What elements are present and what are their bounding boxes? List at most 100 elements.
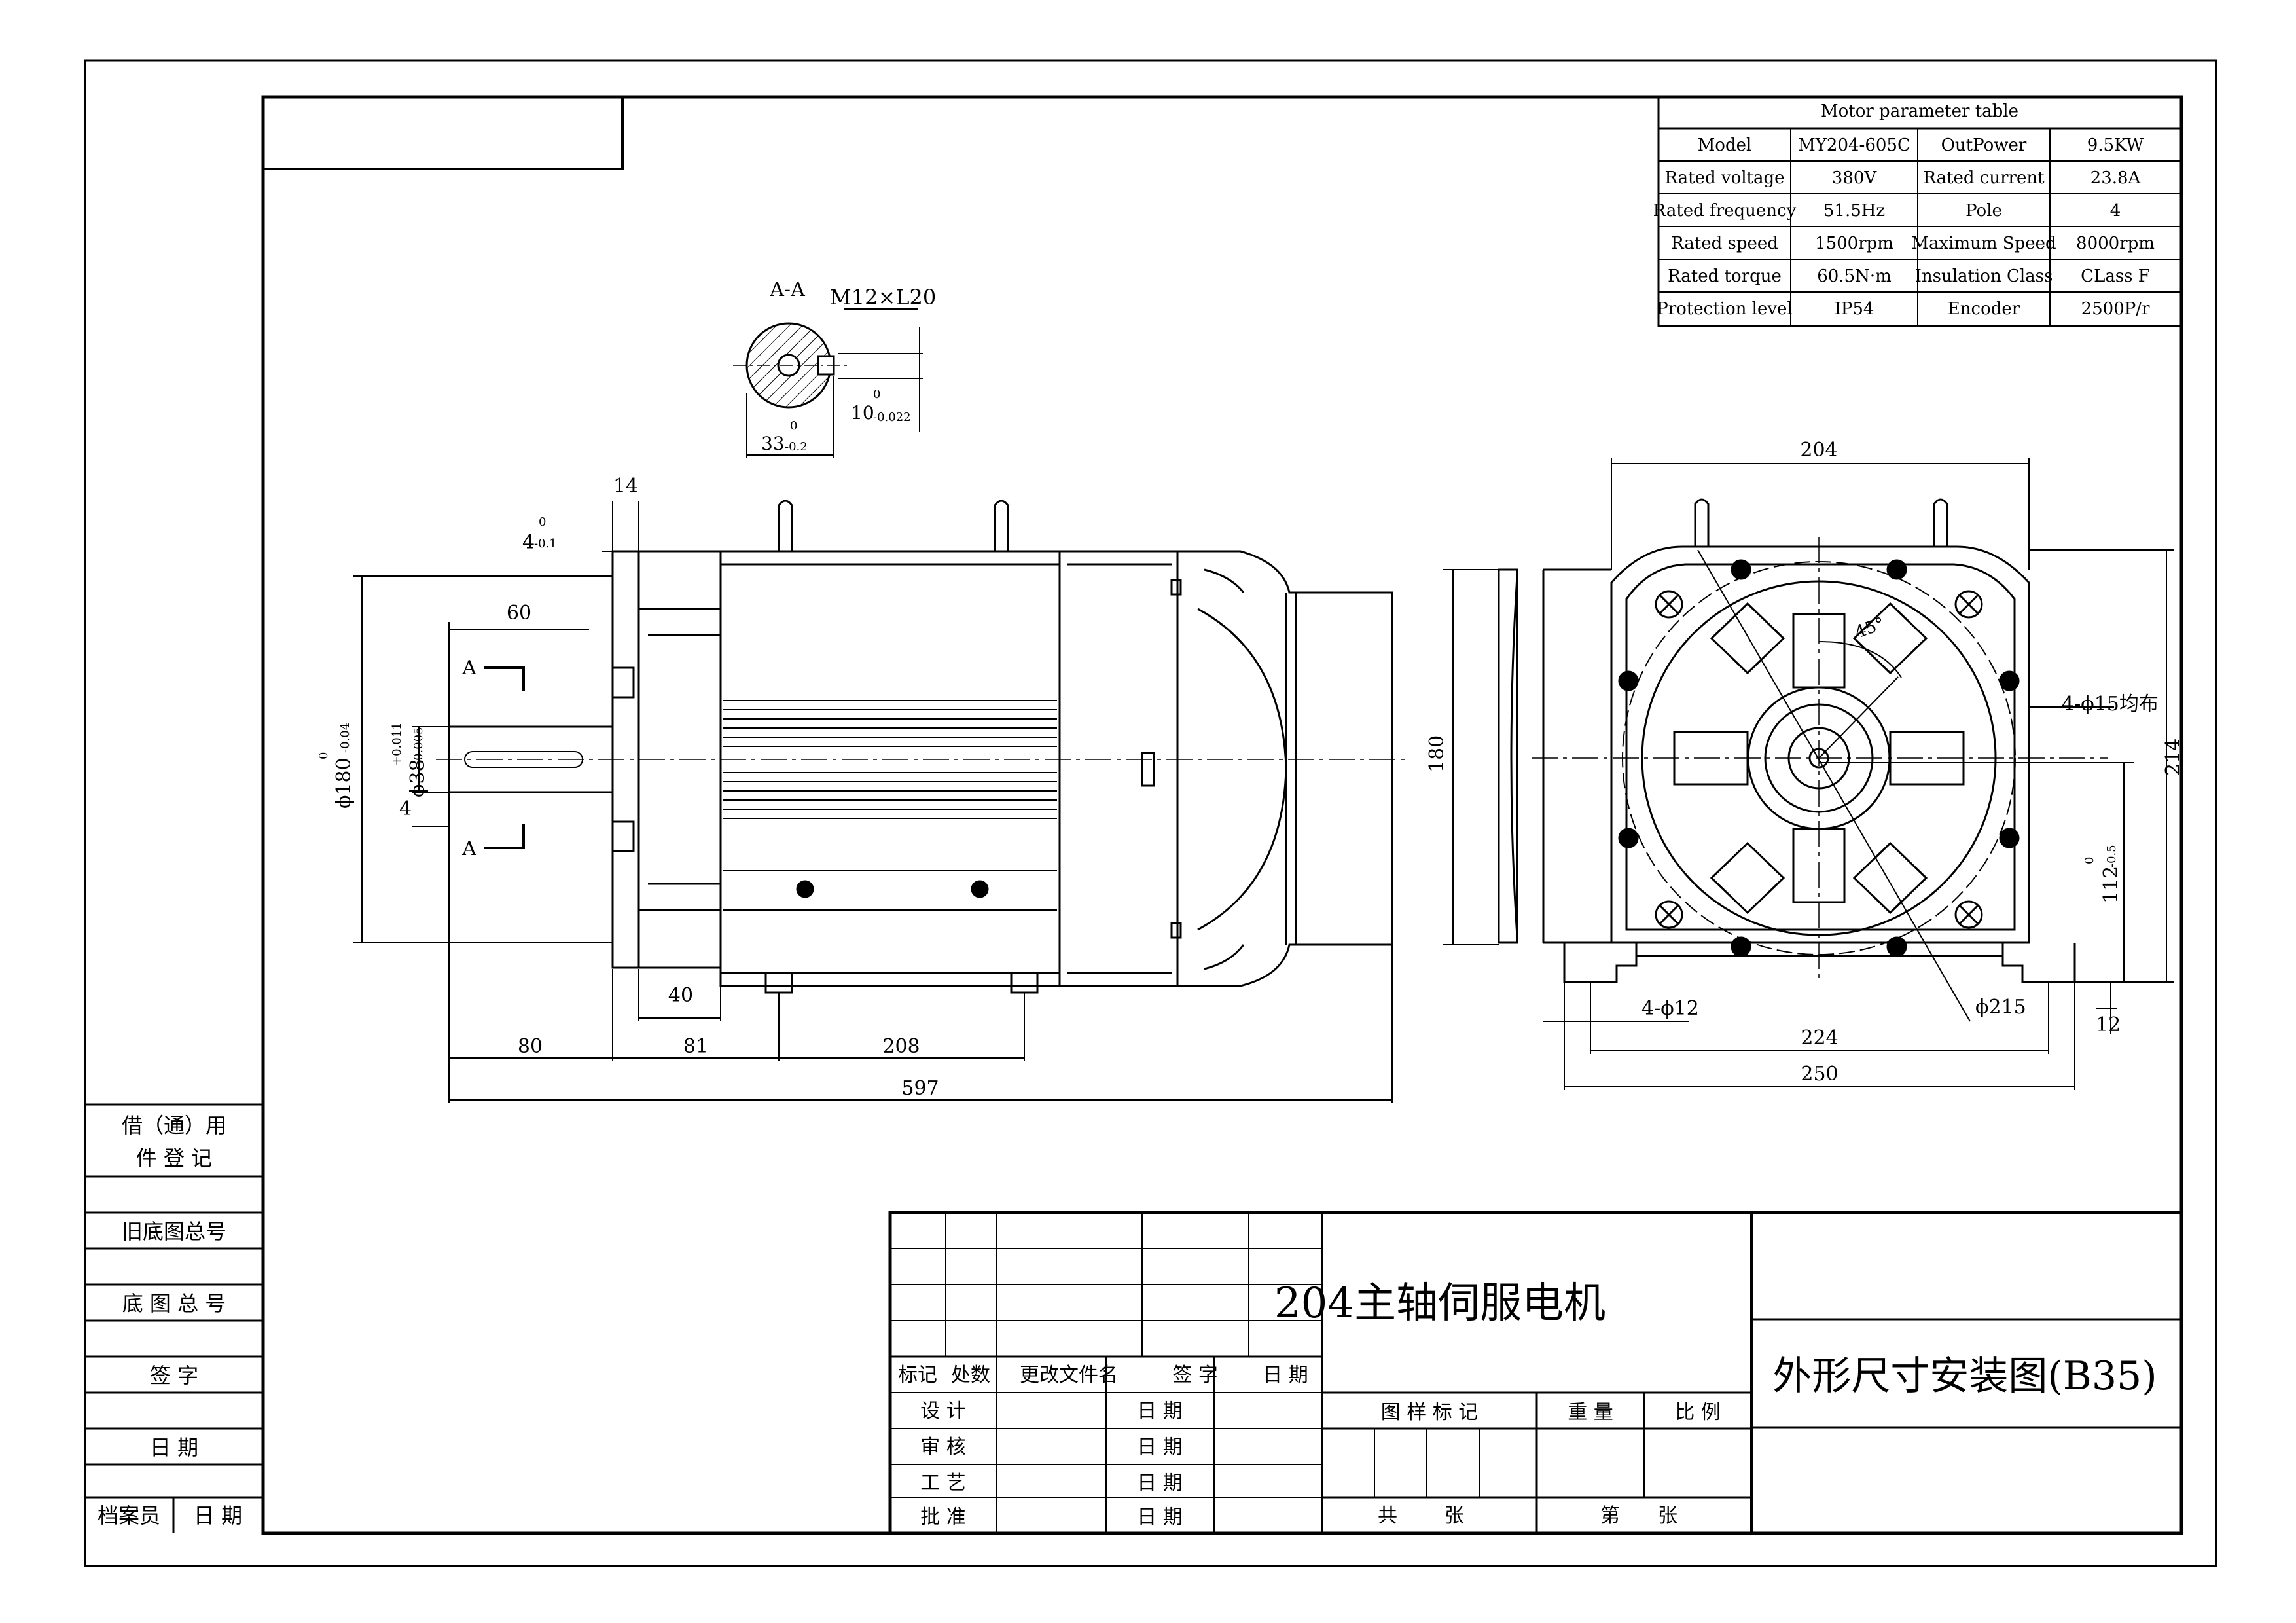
borrow-label-2: 件 登 记 [136,1146,212,1171]
param-cell-r0-c0: Model [1698,136,1752,155]
shaft-key-height-tol-lower: -0.2 [785,440,808,454]
param-cell-r5-c2: Encoder [1948,299,2020,319]
sign-label: 签 字 [150,1363,198,1388]
dim-4-tol-lower: -0.1 [534,537,557,551]
param-cell-r0-c2: OutPower [1941,136,2027,155]
section-mark-a-bottom: A [461,837,476,860]
old-base-label: 旧底图总号 [122,1219,226,1244]
date-label-process: 日 期 [1137,1472,1183,1495]
param-cell-r5-c0: Protection level [1657,299,1793,319]
dim-phi180-tol-lower: -0.04 [338,723,352,753]
param-cell-r4-c3: CLass F [2081,266,2150,286]
dim-250: 250 [1801,1063,1838,1085]
param-cell-r1-c1: 380V [1832,168,1878,188]
drawing-name: 外形尺寸安装图(B35) [1772,1353,2157,1399]
dim-phi38: ϕ38 [406,759,429,797]
title-block: 204主轴伺服电机 外形尺寸安装图(B35) 标记 处数 更改文件名 签 字 日… [888,1211,2183,1535]
dim-597: 597 [901,1077,939,1100]
date-label-review: 日 期 [1137,1436,1183,1459]
param-cell-r2-c0: Rated frequency [1653,201,1797,221]
param-cell-r2-c3: 4 [2110,201,2121,221]
dim-60: 60 [507,602,531,625]
base-no-label: 底 图 总 号 [122,1291,226,1316]
param-cell-r1-c3: 23.8A [2090,168,2142,188]
param-table-title: Motor parameter table [1821,101,2018,121]
side-view-dimensions: 14 4 0 -0.1 60 A A ϕ180 0 -0.04 ϕ38 +0.0… [317,475,1448,1100]
role-process: 工 艺 [920,1472,966,1495]
dim-208: 208 [882,1035,920,1058]
weight-label: 重 量 [1568,1401,1613,1424]
dim-112: 112 [2100,866,2123,903]
dim-holes-4-phi15: 4-ϕ15均布 [2062,693,2159,716]
archivist-label: 档案员 [98,1503,160,1528]
param-cell-r5-c1: IP54 [1835,299,1874,319]
dim-phi38-tol-lower: -0.005 [412,727,425,765]
param-cell-r1-c2: Rated current [1923,168,2045,188]
dim-phi180-tol-upper: 0 [317,752,331,759]
param-cell-r4-c1: 60.5N·m [1817,266,1892,286]
date-label-design: 日 期 [1137,1400,1183,1423]
total-sheets-unit: 张 [1444,1504,1464,1527]
dim-40: 40 [668,984,693,1007]
role-design: 设 计 [920,1400,966,1423]
param-cell-r3-c3: 8000rpm [2076,234,2155,253]
param-cell-r1-c0: Rated voltage [1664,168,1784,188]
pattern-mark-label: 图 样 标 记 [1381,1401,1479,1424]
scale-label: 比 例 [1675,1401,1721,1424]
dim-224: 224 [1801,1027,1838,1049]
param-cell-r2-c2: Pole [1965,201,2002,221]
front-view-dimensions: 204 45° 4-ϕ15均布 214 112 0 -0.5 4-ϕ12 ϕ21… [1641,439,2185,1085]
role-approve: 批 准 [920,1506,966,1529]
dim-214: 214 [2162,739,2185,776]
role-review: 审 核 [920,1436,966,1459]
dim-angle-45: 45° [1852,614,1888,643]
param-cell-r5-c3: 2500P/r [2081,299,2150,319]
dim-204: 204 [1800,439,1837,462]
sheet-no-unit: 张 [1658,1504,1677,1527]
param-cell-r3-c1: 1500rpm [1815,234,1893,253]
rev-header-file: 更改文件名 [1020,1364,1118,1387]
thread-label: M12×L20 [830,285,936,310]
dim-14: 14 [613,475,638,498]
shaft-key-height: 33 [761,433,785,454]
key-width-tol-upper: 0 [873,388,880,401]
dim-4-shaft: 4 [399,797,412,820]
dim-12: 12 [2096,1013,2121,1036]
left-registration-block: 借（通）用 件 登 记 旧底图总号 底 图 总 号 签 字 日 期 档案员 日 … [85,1103,263,1533]
dim-80: 80 [518,1035,543,1058]
key-width: 10 [851,402,874,424]
date-label: 日 期 [150,1435,198,1460]
total-sheets-label: 共 [1378,1504,1397,1527]
archive-date-label: 日 期 [194,1503,242,1528]
param-cell-r4-c2: Insulation Class [1915,266,2053,286]
dim-81: 81 [683,1035,708,1058]
motor-parameter-table: Motor parameter table Model MY204-605C Out… [1653,96,2183,327]
param-cell-r4-c0: Rated torque [1668,266,1782,286]
dim-112-tol-upper: 0 [2083,857,2096,864]
section-mark-a-top: A [461,657,476,680]
param-cell-r2-c1: 51.5Hz [1823,201,1885,221]
shaft-key-height-tol-upper: 0 [790,419,797,433]
rev-header-count: 处数 [951,1364,990,1387]
date-label-approve: 日 期 [1137,1506,1183,1529]
product-name: 204主轴伺服电机 [1274,1279,1605,1328]
key-width-tol-lower: -0.022 [873,410,911,424]
param-cell-r3-c0: Rated speed [1671,234,1778,253]
dim-4-tol-upper: 0 [539,515,546,529]
param-cell-r0-c3: 9.5KW [2087,136,2144,155]
param-cell-r0-c1: MY204-605C [1798,136,1910,155]
dim-112-tol-lower: -0.5 [2105,845,2119,867]
sheet-no-label: 第 [1600,1504,1620,1527]
dim-180: 180 [1426,735,1448,773]
section-a-a-view: A-A M12×L20 10 0 -0.022 33 0 -0.2 [733,278,936,458]
section-label: A-A [769,278,805,301]
dim-foot-holes-4-phi12: 4-ϕ12 [1641,997,1699,1020]
motor-side-view [353,500,1518,1103]
dim-180-lines [1443,569,1499,945]
dim-phi215: ϕ215 [1975,996,2026,1019]
param-cell-r3-c2: Maximum Speed [1911,234,2056,253]
dim-phi180: ϕ180 [332,757,355,809]
rev-header-sign: 签 字 [1172,1364,1218,1387]
borrow-label-1: 借（通）用 [122,1113,226,1138]
